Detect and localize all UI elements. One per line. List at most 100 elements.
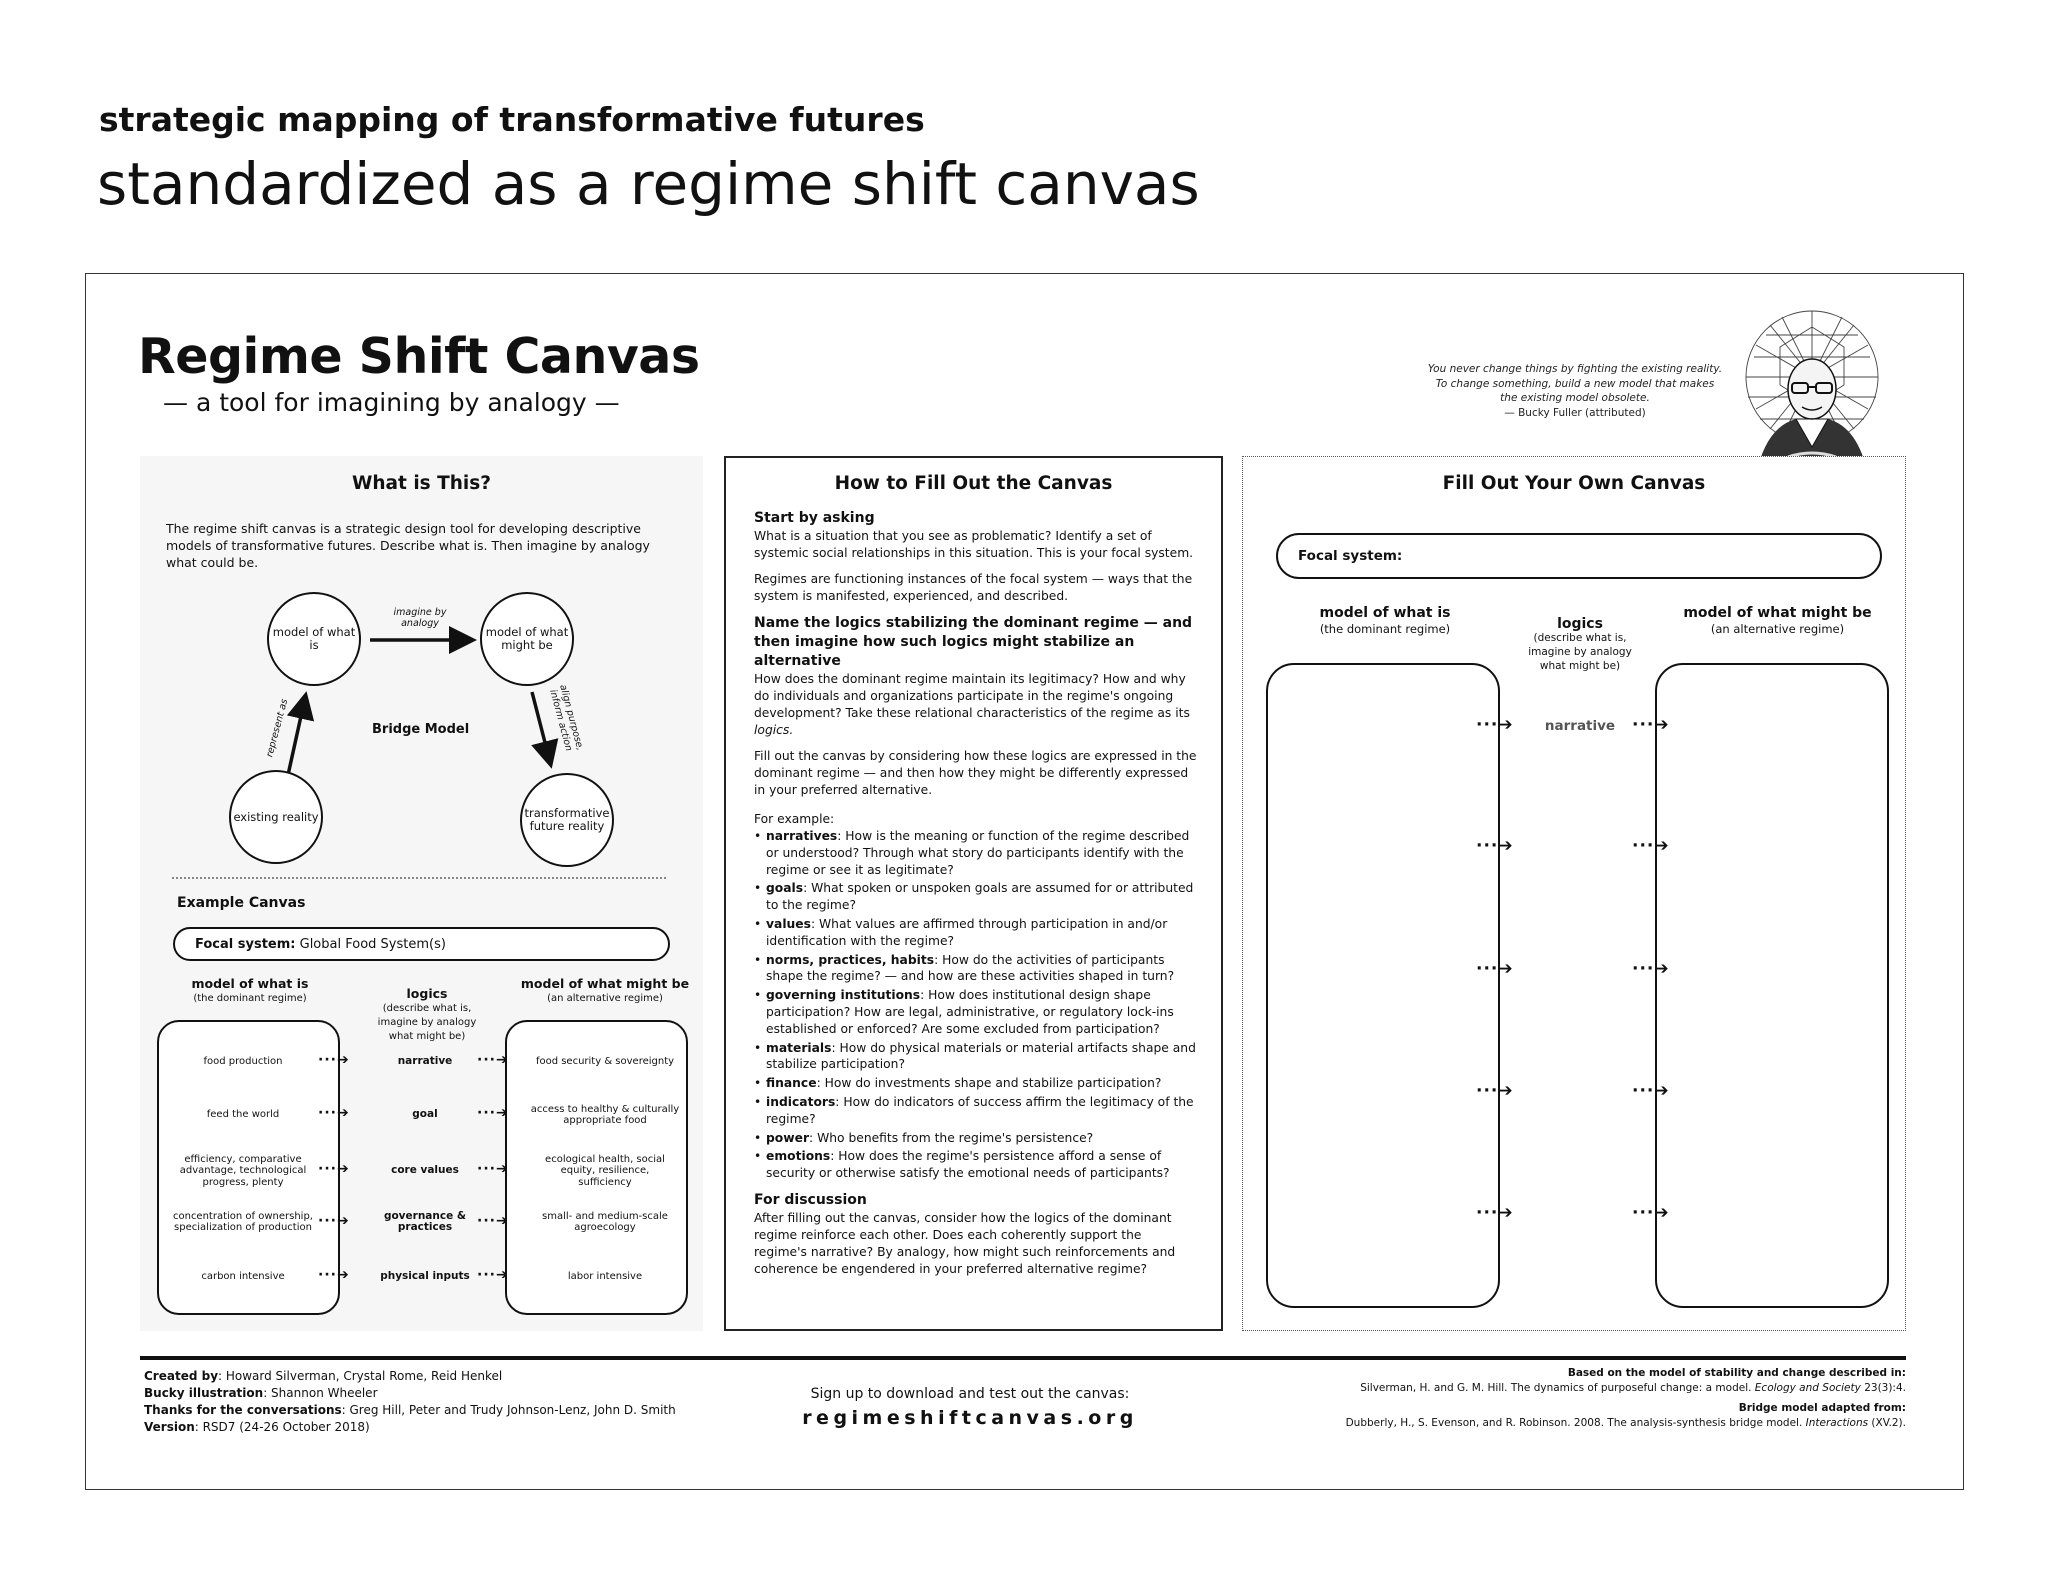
list-item: governing institutions: How does institu… xyxy=(766,987,1198,1037)
credit-value: : Shannon Wheeler xyxy=(263,1386,377,1400)
col-title: logics xyxy=(1557,616,1603,632)
slide-title: standardized as a regime shift canvas xyxy=(97,150,1200,218)
col-title: model of what is xyxy=(1319,605,1450,621)
quote-line: You never change things by fighting the … xyxy=(1428,363,1722,375)
list-text: : How do investments shape and stabilize… xyxy=(817,1076,1162,1090)
own-left-column-field[interactable] xyxy=(1266,663,1500,1308)
fill-your-own-heading: Fill Out Your Own Canvas xyxy=(1242,473,1906,494)
fill-body: Fill out the canvas by considering how t… xyxy=(754,748,1198,799)
own-focal-system-field[interactable]: Focal system: xyxy=(1276,533,1882,579)
list-term: finance xyxy=(766,1076,817,1090)
dotted-arrow-icon: ···➔ xyxy=(1632,959,1670,979)
example-logic-cell: core values xyxy=(380,1156,470,1186)
list-term: goals xyxy=(766,881,803,895)
ref-volume: 23(3):4. xyxy=(1864,1382,1906,1394)
what-is-this-heading: What is This? xyxy=(140,473,703,494)
example-left-cell: feed the world xyxy=(163,1105,323,1125)
example-left-cell: concentration of ownership, specializati… xyxy=(163,1207,323,1237)
credit-label: Bucky illustration xyxy=(144,1386,263,1400)
ref-volume: (XV.2). xyxy=(1871,1417,1906,1429)
node-transformative-future: transformative future reality xyxy=(520,773,614,867)
own-right-column-field[interactable] xyxy=(1655,663,1889,1308)
quote-line: the existing model obsolete. xyxy=(1500,392,1650,404)
dotted-arrow-icon: ···➔ xyxy=(1632,715,1670,735)
dotted-arrow-icon: ···➔ xyxy=(477,1105,509,1121)
example-right-cell: ecological health, social equity, resili… xyxy=(540,1144,670,1198)
example-left-cell: carbon intensive xyxy=(163,1267,323,1287)
col-title: model of what is xyxy=(192,976,309,991)
credit-line: Version: RSD7 (24-26 October 2018) xyxy=(144,1419,676,1436)
references: Based on the model of stability and chan… xyxy=(1286,1366,1906,1431)
edge-label-imagine: imagine by analogy xyxy=(380,607,460,629)
dotted-arrow-icon: ···➔ xyxy=(1632,836,1670,856)
list-text: : What values are affirmed through parti… xyxy=(766,917,1167,948)
focal-label: Focal system: xyxy=(1298,548,1402,564)
credit-line: Created by: Howard Silverman, Crystal Ro… xyxy=(144,1368,676,1385)
dotted-arrow-icon: ···➔ xyxy=(1476,959,1514,979)
own-col-right-head: model of what might be (an alternative r… xyxy=(1650,607,1905,638)
list-item: values: What values are affirmed through… xyxy=(766,916,1198,950)
example-focal-system: Focal system: Global Food System(s) xyxy=(173,927,670,961)
own-first-logic: narrative xyxy=(1540,718,1620,734)
signup-url-link[interactable]: regimeshiftcanvas.org xyxy=(800,1408,1140,1428)
bridge-model-label: Bridge Model xyxy=(372,722,469,737)
col-subtitle: (the dominant regime) xyxy=(1320,622,1450,636)
start-body: What is a situation that you see as prob… xyxy=(754,528,1198,562)
example-logic-cell: goal xyxy=(380,1105,470,1125)
dotted-arrow-icon: ···➔ xyxy=(1632,1081,1670,1101)
dotted-arrow-icon: ···➔ xyxy=(1476,1081,1514,1101)
logics-term: logics. xyxy=(754,723,793,737)
ref-journal: Ecology and Society xyxy=(1755,1382,1861,1394)
list-item: goals: What spoken or unspoken goals are… xyxy=(766,880,1198,914)
dotted-arrow-icon: ···➔ xyxy=(318,1105,350,1121)
list-term: materials xyxy=(766,1041,831,1055)
footer-divider xyxy=(140,1356,1906,1360)
ref-journal: Interactions xyxy=(1806,1417,1868,1429)
col-subtitle: (an alternative regime) xyxy=(1711,622,1844,636)
example-col-left-head: model of what is (the dominant regime) xyxy=(160,977,340,1005)
list-term: narratives xyxy=(766,829,837,843)
list-term: values xyxy=(766,917,811,931)
example-logic-cell: narrative xyxy=(380,1052,470,1072)
col-subtitle: (describe what is, imagine by analogy wh… xyxy=(1528,632,1632,672)
node-model-what-is: model of what is xyxy=(267,592,361,686)
example-right-cell: labor intensive xyxy=(540,1267,670,1287)
quote-attribution: — Bucky Fuller (attributed) xyxy=(1410,406,1740,421)
example-right-cell: small- and medium-scale agroecology xyxy=(540,1207,670,1237)
list-item: indicators: How do indicators of success… xyxy=(766,1094,1198,1128)
ref-line: Silverman, H. and G. M. Hill. The dynami… xyxy=(1286,1381,1906,1396)
logics-body: How does the dominant regime maintain it… xyxy=(754,671,1198,739)
logics-heading: Name the logics stabilizing the dominant… xyxy=(754,614,1198,671)
dotted-arrow-icon: ···➔ xyxy=(318,1213,350,1229)
example-left-cell: efficiency, comparative advantage, techn… xyxy=(163,1144,323,1198)
how-to-fill-body: Start by asking What is a situation that… xyxy=(754,509,1198,1287)
divider xyxy=(172,877,666,879)
credit-label: Created by xyxy=(144,1369,218,1383)
list-item: emotions: How does the regime's persiste… xyxy=(766,1148,1198,1182)
start-heading: Start by asking xyxy=(754,509,1198,528)
credits: Created by: Howard Silverman, Crystal Ro… xyxy=(144,1368,676,1436)
col-subtitle: (an alternative regime) xyxy=(547,993,663,1004)
fuller-quote: You never change things by fighting the … xyxy=(1410,362,1740,420)
logics-body-text: How does the dominant regime maintain it… xyxy=(754,672,1190,720)
discussion-body: After filling out the canvas, consider h… xyxy=(754,1210,1198,1278)
list-text: : How do physical materials or material … xyxy=(766,1041,1196,1072)
example-intro: For example: xyxy=(754,811,1198,828)
credit-value: : Greg Hill, Peter and Trudy Johnson-Len… xyxy=(342,1403,676,1417)
ref-text: Silverman, H. and G. M. Hill. The dynami… xyxy=(1360,1382,1751,1394)
col-title: model of what might be xyxy=(521,976,689,991)
canvas-title: Regime Shift Canvas xyxy=(138,328,700,385)
example-right-cell: access to healthy & culturally appropria… xyxy=(530,1100,680,1130)
dotted-arrow-icon: ···➔ xyxy=(318,1267,350,1283)
dotted-arrow-icon: ···➔ xyxy=(1476,836,1514,856)
dotted-arrow-icon: ···➔ xyxy=(318,1161,350,1177)
example-right-cell: food security & sovereignty xyxy=(530,1048,680,1076)
credit-label: Thanks for the conversations xyxy=(144,1403,342,1417)
col-subtitle: (describe what is, imagine by analogy wh… xyxy=(378,1003,477,1042)
logics-list: narratives: How is the meaning or functi… xyxy=(754,828,1198,1182)
slide-subtitle: strategic mapping of transformative futu… xyxy=(99,100,925,139)
canvas-tagline: — a tool for imagining by analogy — xyxy=(163,388,620,417)
credit-line: Thanks for the conversations: Greg Hill,… xyxy=(144,1402,676,1419)
dotted-arrow-icon: ···➔ xyxy=(477,1213,509,1229)
own-col-mid-head: logics (describe what is, imagine by ana… xyxy=(1520,618,1640,673)
